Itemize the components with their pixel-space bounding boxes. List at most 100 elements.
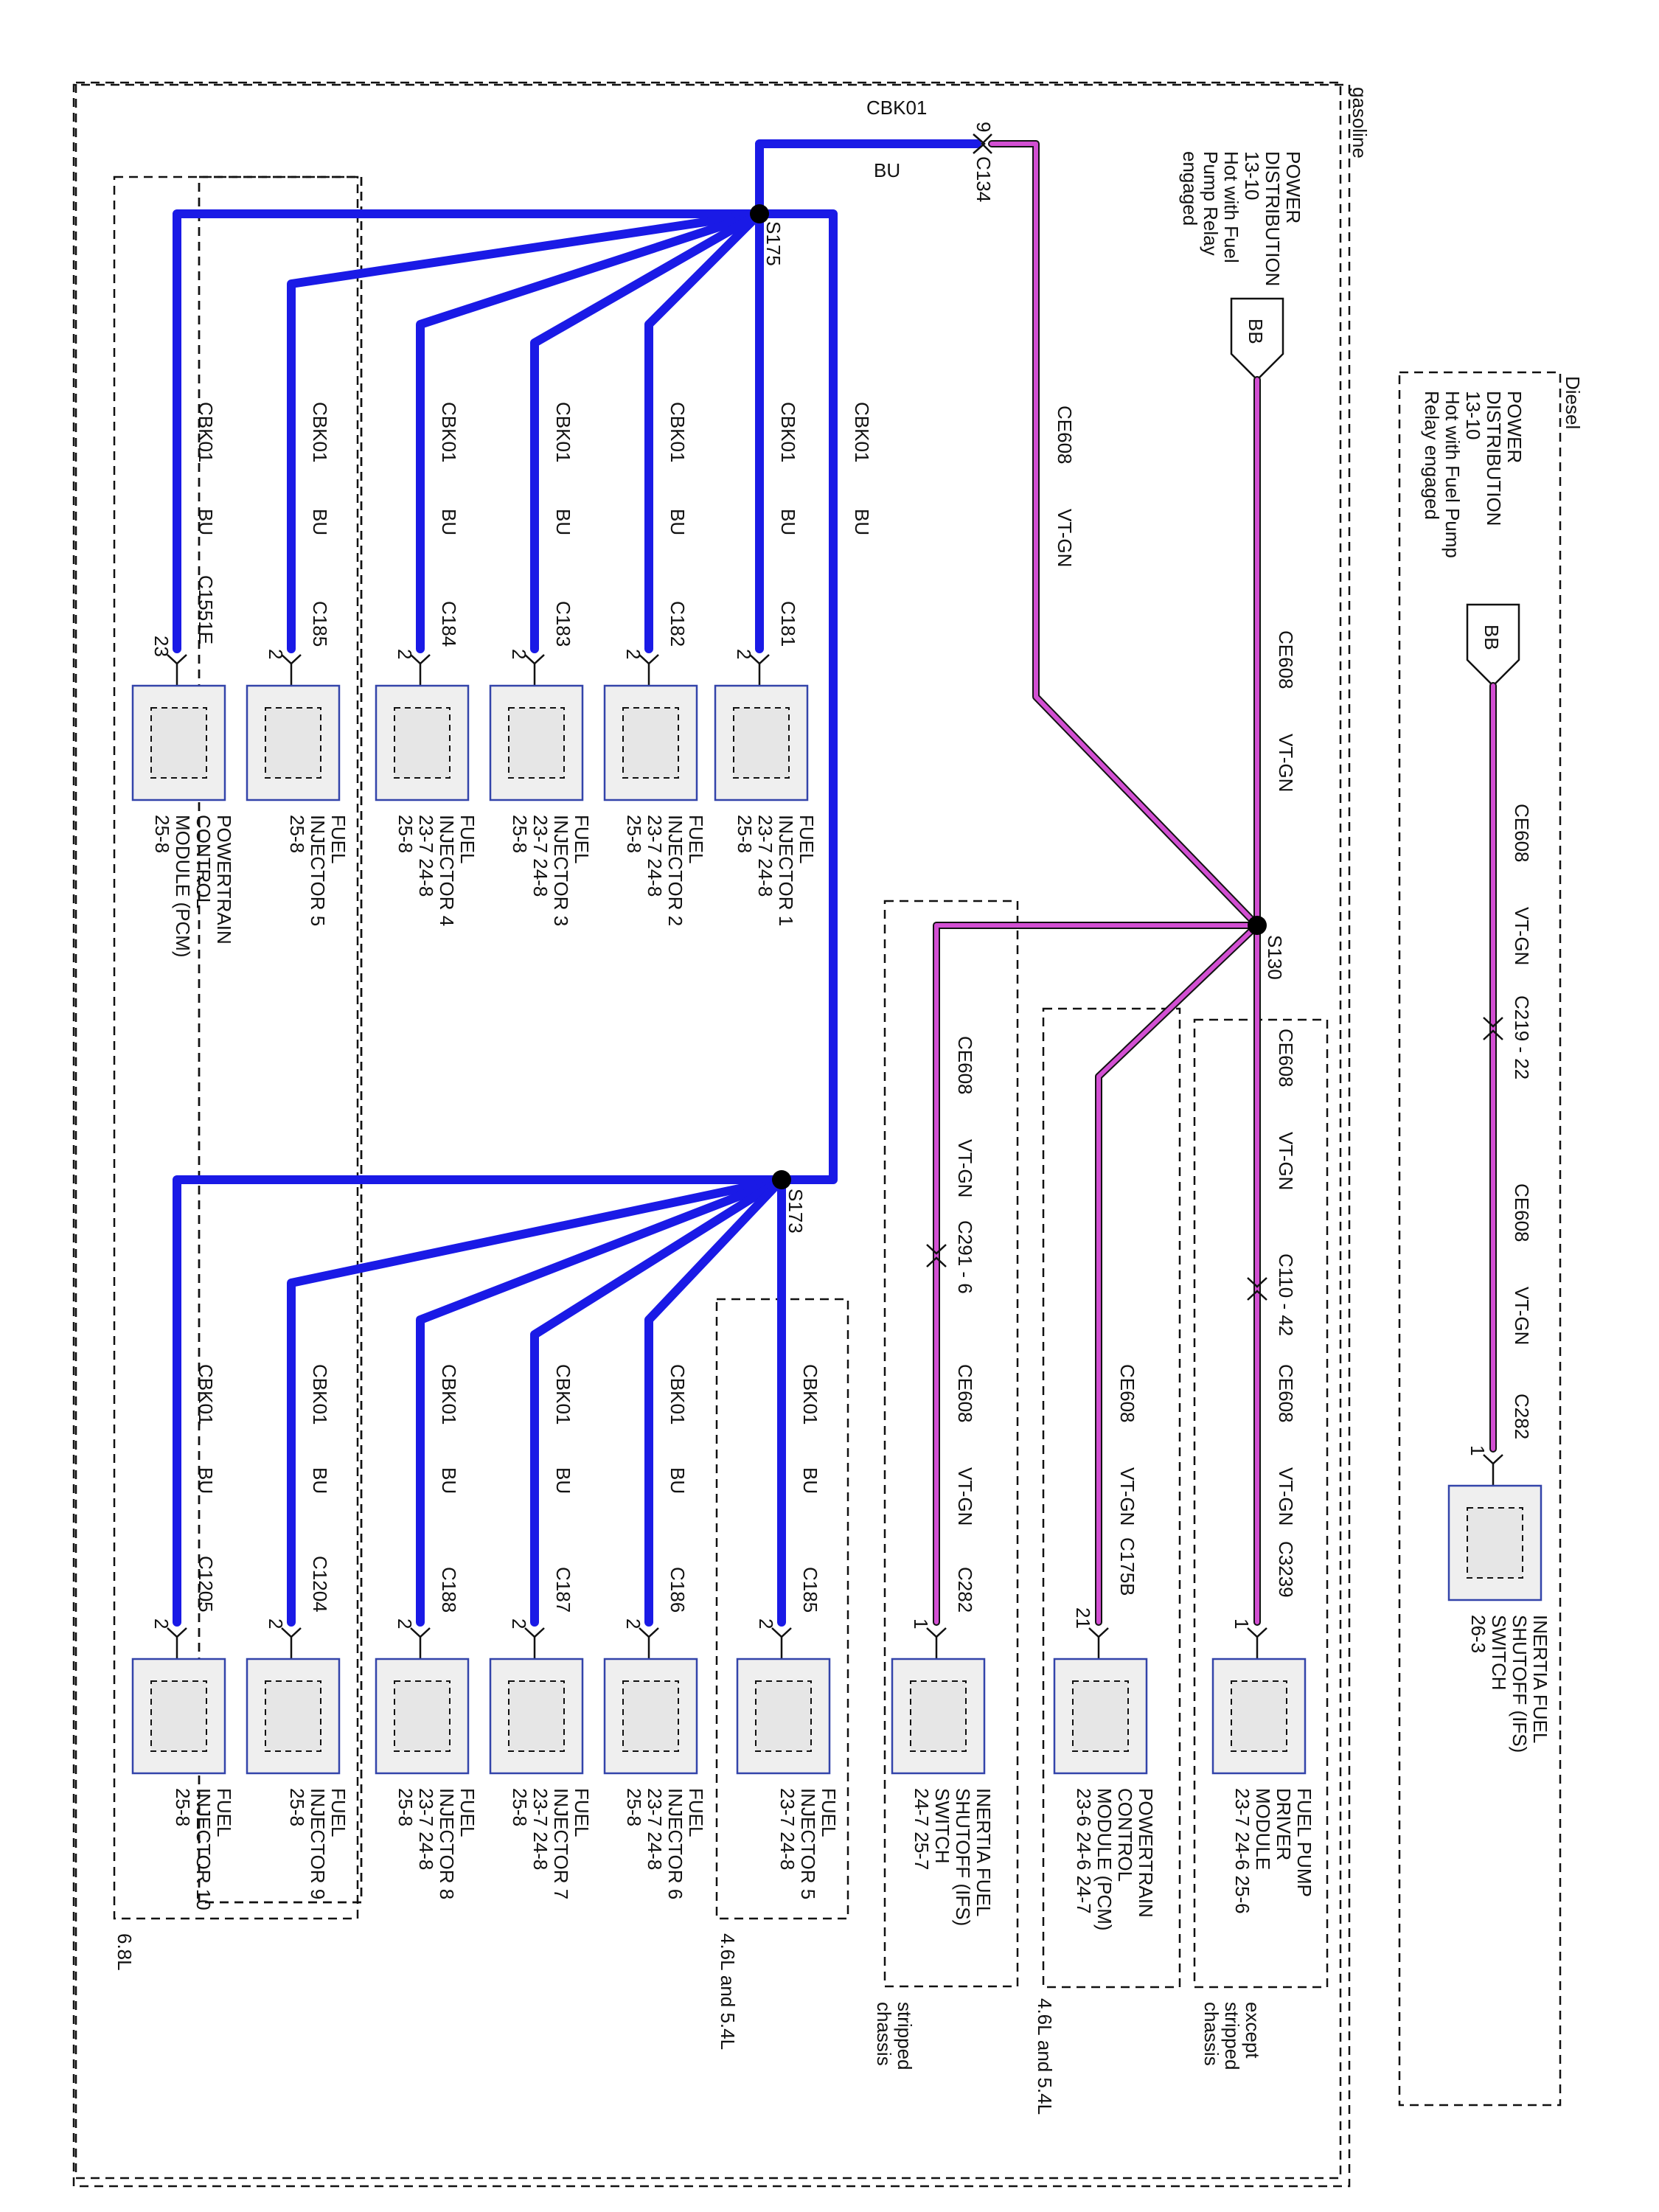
svg-text:MODULE: MODULE: [1252, 1788, 1274, 1870]
svg-text:25-8: 25-8: [394, 1788, 417, 1826]
svg-text:CE608: CE608: [1275, 1364, 1297, 1423]
svg-text:FUEL: FUEL: [213, 1788, 235, 1837]
svg-text:CE608: CE608: [1116, 1364, 1138, 1423]
top-row-components: [131, 684, 809, 801]
svg-text:DRIVER: DRIVER: [1273, 1788, 1295, 1860]
svg-text:INJECTOR 9: INJECTOR 9: [307, 1788, 329, 1899]
svg-text:VT-GN: VT-GN: [1275, 734, 1297, 792]
diesel-boundary: [198, 175, 363, 1904]
svg-text:2: 2: [265, 1618, 287, 1629]
svg-text:INERTIA FUEL: INERTIA FUEL: [1529, 1615, 1551, 1743]
svg-text:CBK01: CBK01: [552, 402, 574, 462]
svg-text:25-8: 25-8: [623, 815, 645, 853]
bottom-row-connectors: C1205 C1204 C188 C187 C186 C185 C282 C17…: [150, 1394, 1533, 1681]
svg-text:VT-GN: VT-GN: [1511, 907, 1533, 965]
svg-text:VT-GN: VT-GN: [1275, 1467, 1297, 1526]
svg-text:25-8: 25-8: [286, 1788, 308, 1826]
svg-text:C1205: C1205: [195, 1556, 217, 1613]
svg-text:BU: BU: [309, 1467, 331, 1494]
svg-text:C185: C185: [799, 1567, 821, 1613]
svg-text:2: 2: [622, 1618, 644, 1629]
svg-text:13-10: 13-10: [1462, 391, 1484, 440]
svg-text:CBK01: CBK01: [438, 402, 460, 462]
svg-text:23: 23: [150, 636, 173, 657]
svg-text:23-7 24-8: 23-7 24-8: [529, 815, 552, 897]
svg-text:CE608: CE608: [1511, 804, 1533, 863]
svg-text:CONTROL: CONTROL: [1114, 1788, 1136, 1882]
svg-text:INJECTOR 3: INJECTOR 3: [550, 815, 572, 926]
svg-text:25-8: 25-8: [734, 815, 756, 853]
svg-text:FUEL: FUEL: [571, 815, 593, 863]
box-46-54-pcm: [1042, 1007, 1181, 1989]
svg-text:CBK01: CBK01: [777, 402, 799, 462]
svg-text:CBK01: CBK01: [851, 402, 873, 462]
svg-text:CE608: CE608: [1511, 1183, 1533, 1242]
svg-text:CBK01: CBK01: [438, 1364, 460, 1425]
svg-text:2: 2: [394, 649, 416, 659]
svg-text:DISTRIBUTION: DISTRIBUTION: [1262, 151, 1284, 286]
c134-pin: 9: [973, 122, 995, 132]
stripped-label-2: chassis: [873, 2002, 895, 2066]
svg-text:23-7 24-8: 23-7 24-8: [415, 1788, 437, 1870]
svg-text:INJECTOR 8: INJECTOR 8: [436, 1788, 458, 1899]
svg-text:BU: BU: [195, 1467, 217, 1494]
svg-text:2: 2: [508, 1618, 530, 1629]
svg-text:CBK01: CBK01: [552, 1364, 574, 1425]
svg-text:MODULE (PCM): MODULE (PCM): [172, 815, 194, 958]
svg-text:1: 1: [910, 1618, 932, 1629]
svg-text:FUEL: FUEL: [685, 815, 707, 863]
svg-text:23-7 24-8: 23-7 24-8: [754, 815, 776, 897]
svg-text:engaged: engaged: [1179, 151, 1201, 226]
svg-text:C184: C184: [438, 601, 460, 647]
svg-text:INJECTOR 10: INJECTOR 10: [192, 1788, 215, 1910]
svg-text:2: 2: [394, 1618, 416, 1629]
svg-text:VT-GN: VT-GN: [1511, 1287, 1533, 1345]
svg-text:VT-GN: VT-GN: [1275, 1132, 1297, 1190]
svg-text:C181: C181: [777, 601, 799, 647]
svg-text:2: 2: [733, 649, 755, 659]
svg-text:FUEL: FUEL: [327, 815, 349, 863]
terminal-bb-gasoline: BB: [1230, 297, 1284, 381]
svg-text:SHUTOFF (IFS): SHUTOFF (IFS): [952, 1788, 974, 1926]
svg-text:C1204: C1204: [309, 1556, 331, 1613]
svg-text:25-8: 25-8: [509, 1788, 531, 1826]
svg-text:INJECTOR 7: INJECTOR 7: [550, 1788, 572, 1899]
svg-text:SWITCH: SWITCH: [1488, 1615, 1510, 1691]
svg-text:INJECTOR 2: INJECTOR 2: [664, 815, 686, 926]
bu-top: BU: [874, 159, 900, 181]
svg-text:BU: BU: [667, 1467, 689, 1494]
diesel-label: Diesel: [1562, 376, 1584, 429]
svg-text:CE608: CE608: [1275, 630, 1297, 689]
svg-text:INERTIA FUEL: INERTIA FUEL: [973, 1788, 995, 1916]
svg-text:2: 2: [150, 1618, 173, 1629]
svg-text:25-8: 25-8: [286, 815, 308, 853]
svg-text:INJECTOR 5: INJECTOR 5: [797, 1788, 819, 1899]
svg-text:FUEL: FUEL: [796, 815, 818, 863]
svg-text:VT-GN: VT-GN: [1054, 509, 1076, 567]
svg-text:FUEL: FUEL: [327, 1788, 349, 1837]
svg-text:25-8: 25-8: [172, 1788, 194, 1826]
engine-46-54-label-a: 4.6L and 5.4L: [717, 1933, 739, 2050]
diagram-rotated: [72, 83, 1351, 2188]
svg-text:C219 - 22: C219 - 22: [1511, 995, 1533, 1079]
svg-text:FUEL: FUEL: [685, 1788, 707, 1837]
svg-text:Hot with Fuel: Hot with Fuel: [1220, 151, 1242, 263]
svg-text:25-8: 25-8: [623, 1788, 645, 1826]
svg-text:13-10: 13-10: [1241, 151, 1263, 201]
inline-connectors: C291 - 6 C110 - 42 C219 - 22: [926, 995, 1533, 1336]
svg-text:C187: C187: [552, 1567, 574, 1613]
svg-text:FUEL: FUEL: [571, 1788, 593, 1837]
box-6-8l: [113, 175, 359, 1920]
svg-text:BU: BU: [438, 509, 460, 535]
svg-text:C282: C282: [1511, 1394, 1533, 1439]
svg-text:C175B: C175B: [1116, 1537, 1138, 1596]
except-stripped-label-2: stripped: [1221, 2002, 1243, 2070]
svg-text:CE608: CE608: [954, 1364, 976, 1423]
svg-text:BB: BB: [1245, 319, 1267, 344]
svg-text:SWITCH: SWITCH: [931, 1788, 953, 1864]
svg-text:2: 2: [755, 1618, 777, 1629]
top-row-wire-labels: CBK01 BU CBK01 BU CBK01 BU CBK01 BU CBK0…: [195, 402, 1297, 792]
svg-text:DISTRIBUTION: DISTRIBUTION: [1483, 391, 1505, 526]
svg-text:C188: C188: [438, 1567, 460, 1613]
svg-text:CBK01: CBK01: [667, 1364, 689, 1425]
